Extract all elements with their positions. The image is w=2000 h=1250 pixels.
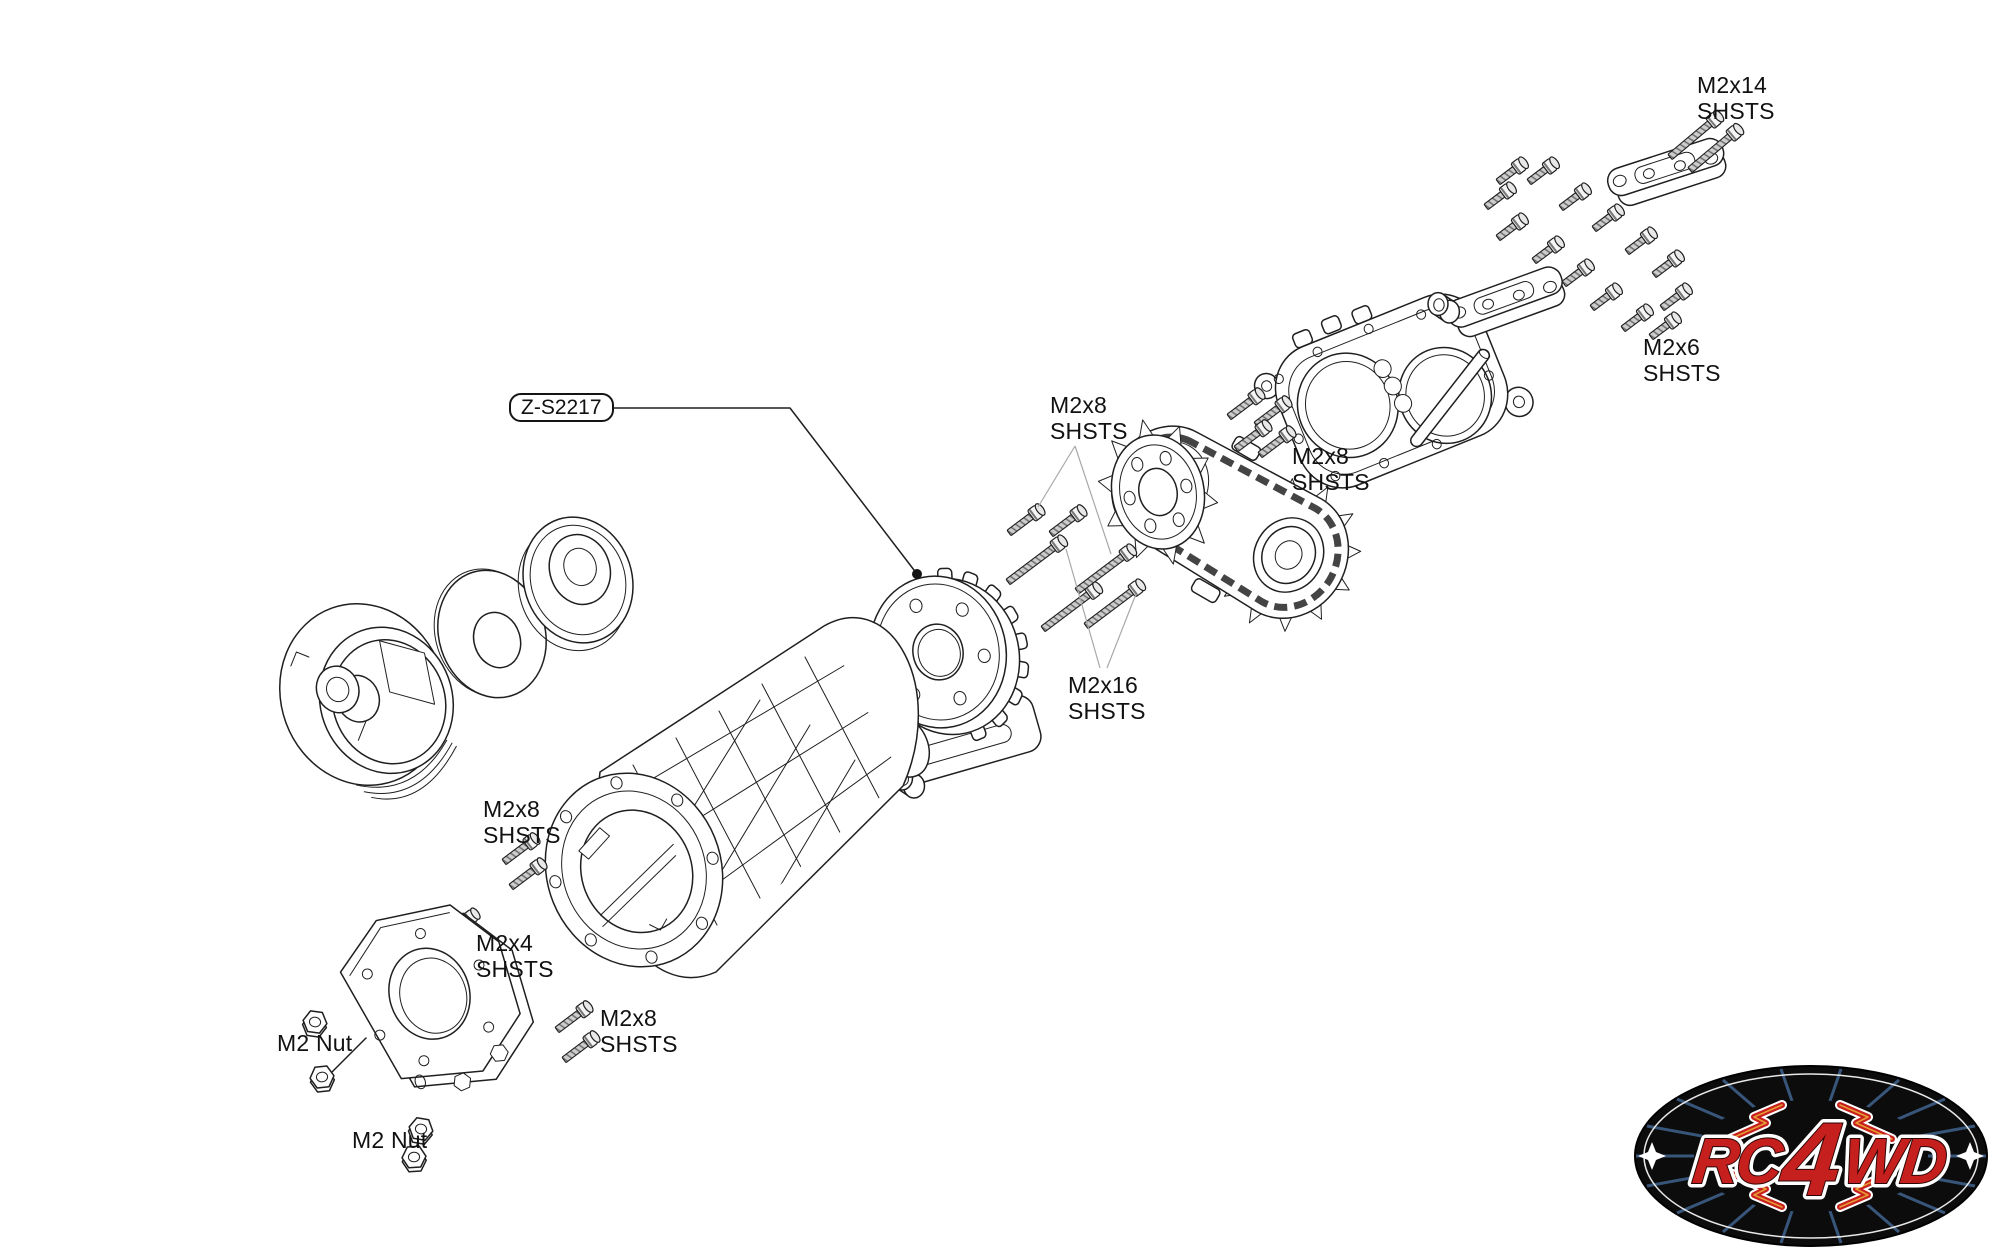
clutch-drum xyxy=(254,579,481,826)
rc4wd-logo: RC 4 WD RC 4 WD xyxy=(1632,1063,1990,1249)
svg-text:RC: RC xyxy=(1690,1125,1789,1197)
m2x8-screws-bottom xyxy=(552,998,603,1067)
label-m2x14-shsts: M2x14 SHSTS xyxy=(1697,72,1775,124)
label-m2-nut-bottom: M2 Nut xyxy=(352,1127,428,1153)
svg-text:RC: RC xyxy=(1690,1125,1789,1197)
transmission-cage-housing xyxy=(517,618,938,994)
logo-lightning-bolts xyxy=(1730,1105,1892,1207)
label-m2x8-shsts-upper: M2x8 SHSTS xyxy=(1050,392,1128,444)
label-m2x16-shsts: M2x16 SHSTS xyxy=(1068,672,1146,724)
m2x16-leader-lines xyxy=(1066,549,1136,668)
transfer-case-shaft-pin xyxy=(1408,347,1491,449)
m2-nut-leader-line xyxy=(330,1038,366,1074)
label-m2x8-shsts-bottom: M2x8 SHSTS xyxy=(600,1005,678,1057)
transfer-case-bolt-holes xyxy=(1264,288,1511,498)
svg-text:WD: WD xyxy=(1840,1125,1950,1197)
flange-bolt-holes xyxy=(521,751,747,989)
label-m2x8-shsts-gears: M2x8 SHSTS xyxy=(1292,443,1370,495)
m2x8-upper-leader-lines xyxy=(1038,446,1111,554)
motor-mount-plate xyxy=(329,883,549,1115)
mount-bracket-top-right xyxy=(1603,134,1732,212)
thrust-washer xyxy=(418,554,562,713)
label-m2x4-shsts: M2x4 SHSTS xyxy=(476,930,554,982)
logo-brand-text: RC 4 WD RC 4 WD xyxy=(1685,1098,1954,1223)
front-sprocket xyxy=(1086,408,1231,577)
bearing xyxy=(500,503,651,665)
callout-leader-dot xyxy=(912,569,922,579)
mount-bracket-left xyxy=(1442,262,1571,343)
part-number-callout: Z-S2217 xyxy=(509,393,614,422)
label-m2x8-shsts-left: M2x8 SHSTS xyxy=(483,796,561,848)
cage-front-flange xyxy=(517,746,752,993)
label-m2x6-shsts: M2x6 SHSTS xyxy=(1643,334,1721,386)
mount-plate-holes xyxy=(348,913,515,1097)
logo-star-right xyxy=(1956,1142,1984,1170)
svg-text:WD: WD xyxy=(1840,1125,1950,1197)
sprocket-holes xyxy=(1116,445,1200,539)
svg-text:4: 4 xyxy=(1775,1102,1847,1218)
logo-star-left xyxy=(1638,1142,1666,1170)
m2x8-screws-upper xyxy=(1004,501,1090,541)
callout-leader-line xyxy=(601,408,914,570)
label-m2-nut-left: M2 Nut xyxy=(277,1030,353,1056)
